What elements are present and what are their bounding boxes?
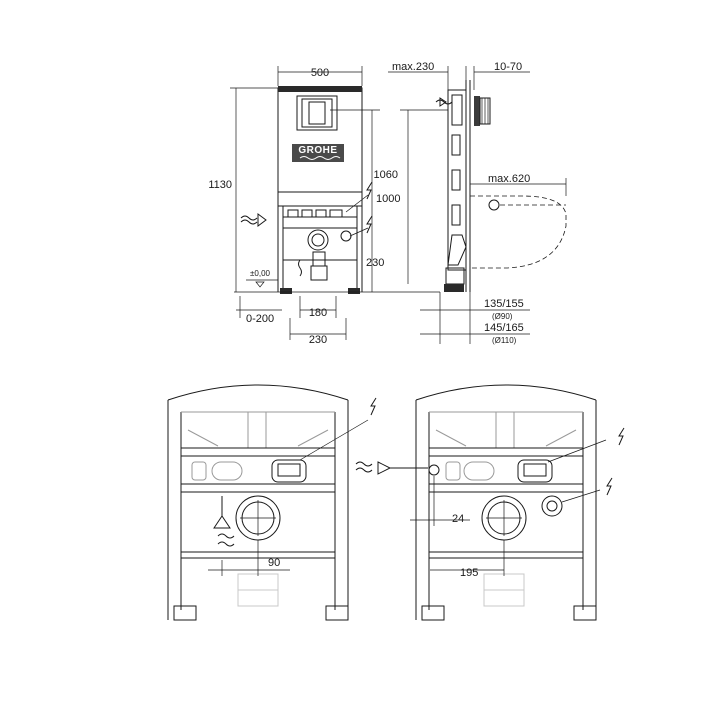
dim-height-total: 1130 bbox=[208, 179, 232, 191]
power-icon bbox=[366, 181, 373, 200]
dim-width-top: 500 bbox=[311, 67, 329, 79]
water-inlet-symbol bbox=[213, 496, 235, 547]
power-icon bbox=[618, 427, 625, 446]
dim-offset-power: 195 bbox=[460, 567, 478, 579]
water-inlet-symbol bbox=[240, 213, 267, 227]
dim-floor-adjust: 0-200 bbox=[246, 313, 274, 325]
flush-plate bbox=[296, 95, 338, 131]
water-inlet-symbol bbox=[355, 461, 428, 475]
dim-offset-water: 90 bbox=[268, 557, 280, 569]
dim-pan-projection: max.620 bbox=[488, 173, 530, 185]
dim-outlet-110: 145/165 bbox=[484, 322, 524, 334]
detail-right: 24 195 bbox=[355, 384, 625, 621]
power-icon bbox=[366, 215, 373, 234]
dim-outlet-90: 135/155 bbox=[484, 298, 524, 310]
dim-offset-pipe: 24 bbox=[452, 513, 464, 525]
power-icon bbox=[370, 397, 377, 416]
dim-outlet-90-note: (Ø90) bbox=[492, 312, 513, 321]
power-icon bbox=[606, 477, 613, 496]
dim-base-spacing: 230 bbox=[309, 334, 327, 346]
zero-level-label: ±0,00 bbox=[250, 269, 271, 278]
detail-left: 90 bbox=[167, 384, 377, 621]
dim-height-inlet: 230 bbox=[366, 257, 384, 269]
side-view: max.230 10-70 1060 max.620 135/155 (Ø90)… bbox=[374, 61, 567, 345]
dim-height-frame: 1060 bbox=[374, 169, 398, 181]
dim-height-button: 1000 bbox=[376, 193, 400, 205]
dim-wall-gap: 10-70 bbox=[494, 61, 522, 73]
dim-depth-max: max.230 bbox=[392, 61, 434, 73]
dim-leg-spacing: 180 bbox=[309, 307, 327, 319]
water-supply-icon bbox=[298, 259, 302, 277]
dim-outlet-110-note: (Ø110) bbox=[492, 336, 517, 345]
front-view: GROHE bbox=[208, 66, 440, 346]
brand-logo-text: GROHE bbox=[298, 145, 337, 156]
grohe-logo: GROHE bbox=[292, 144, 344, 162]
